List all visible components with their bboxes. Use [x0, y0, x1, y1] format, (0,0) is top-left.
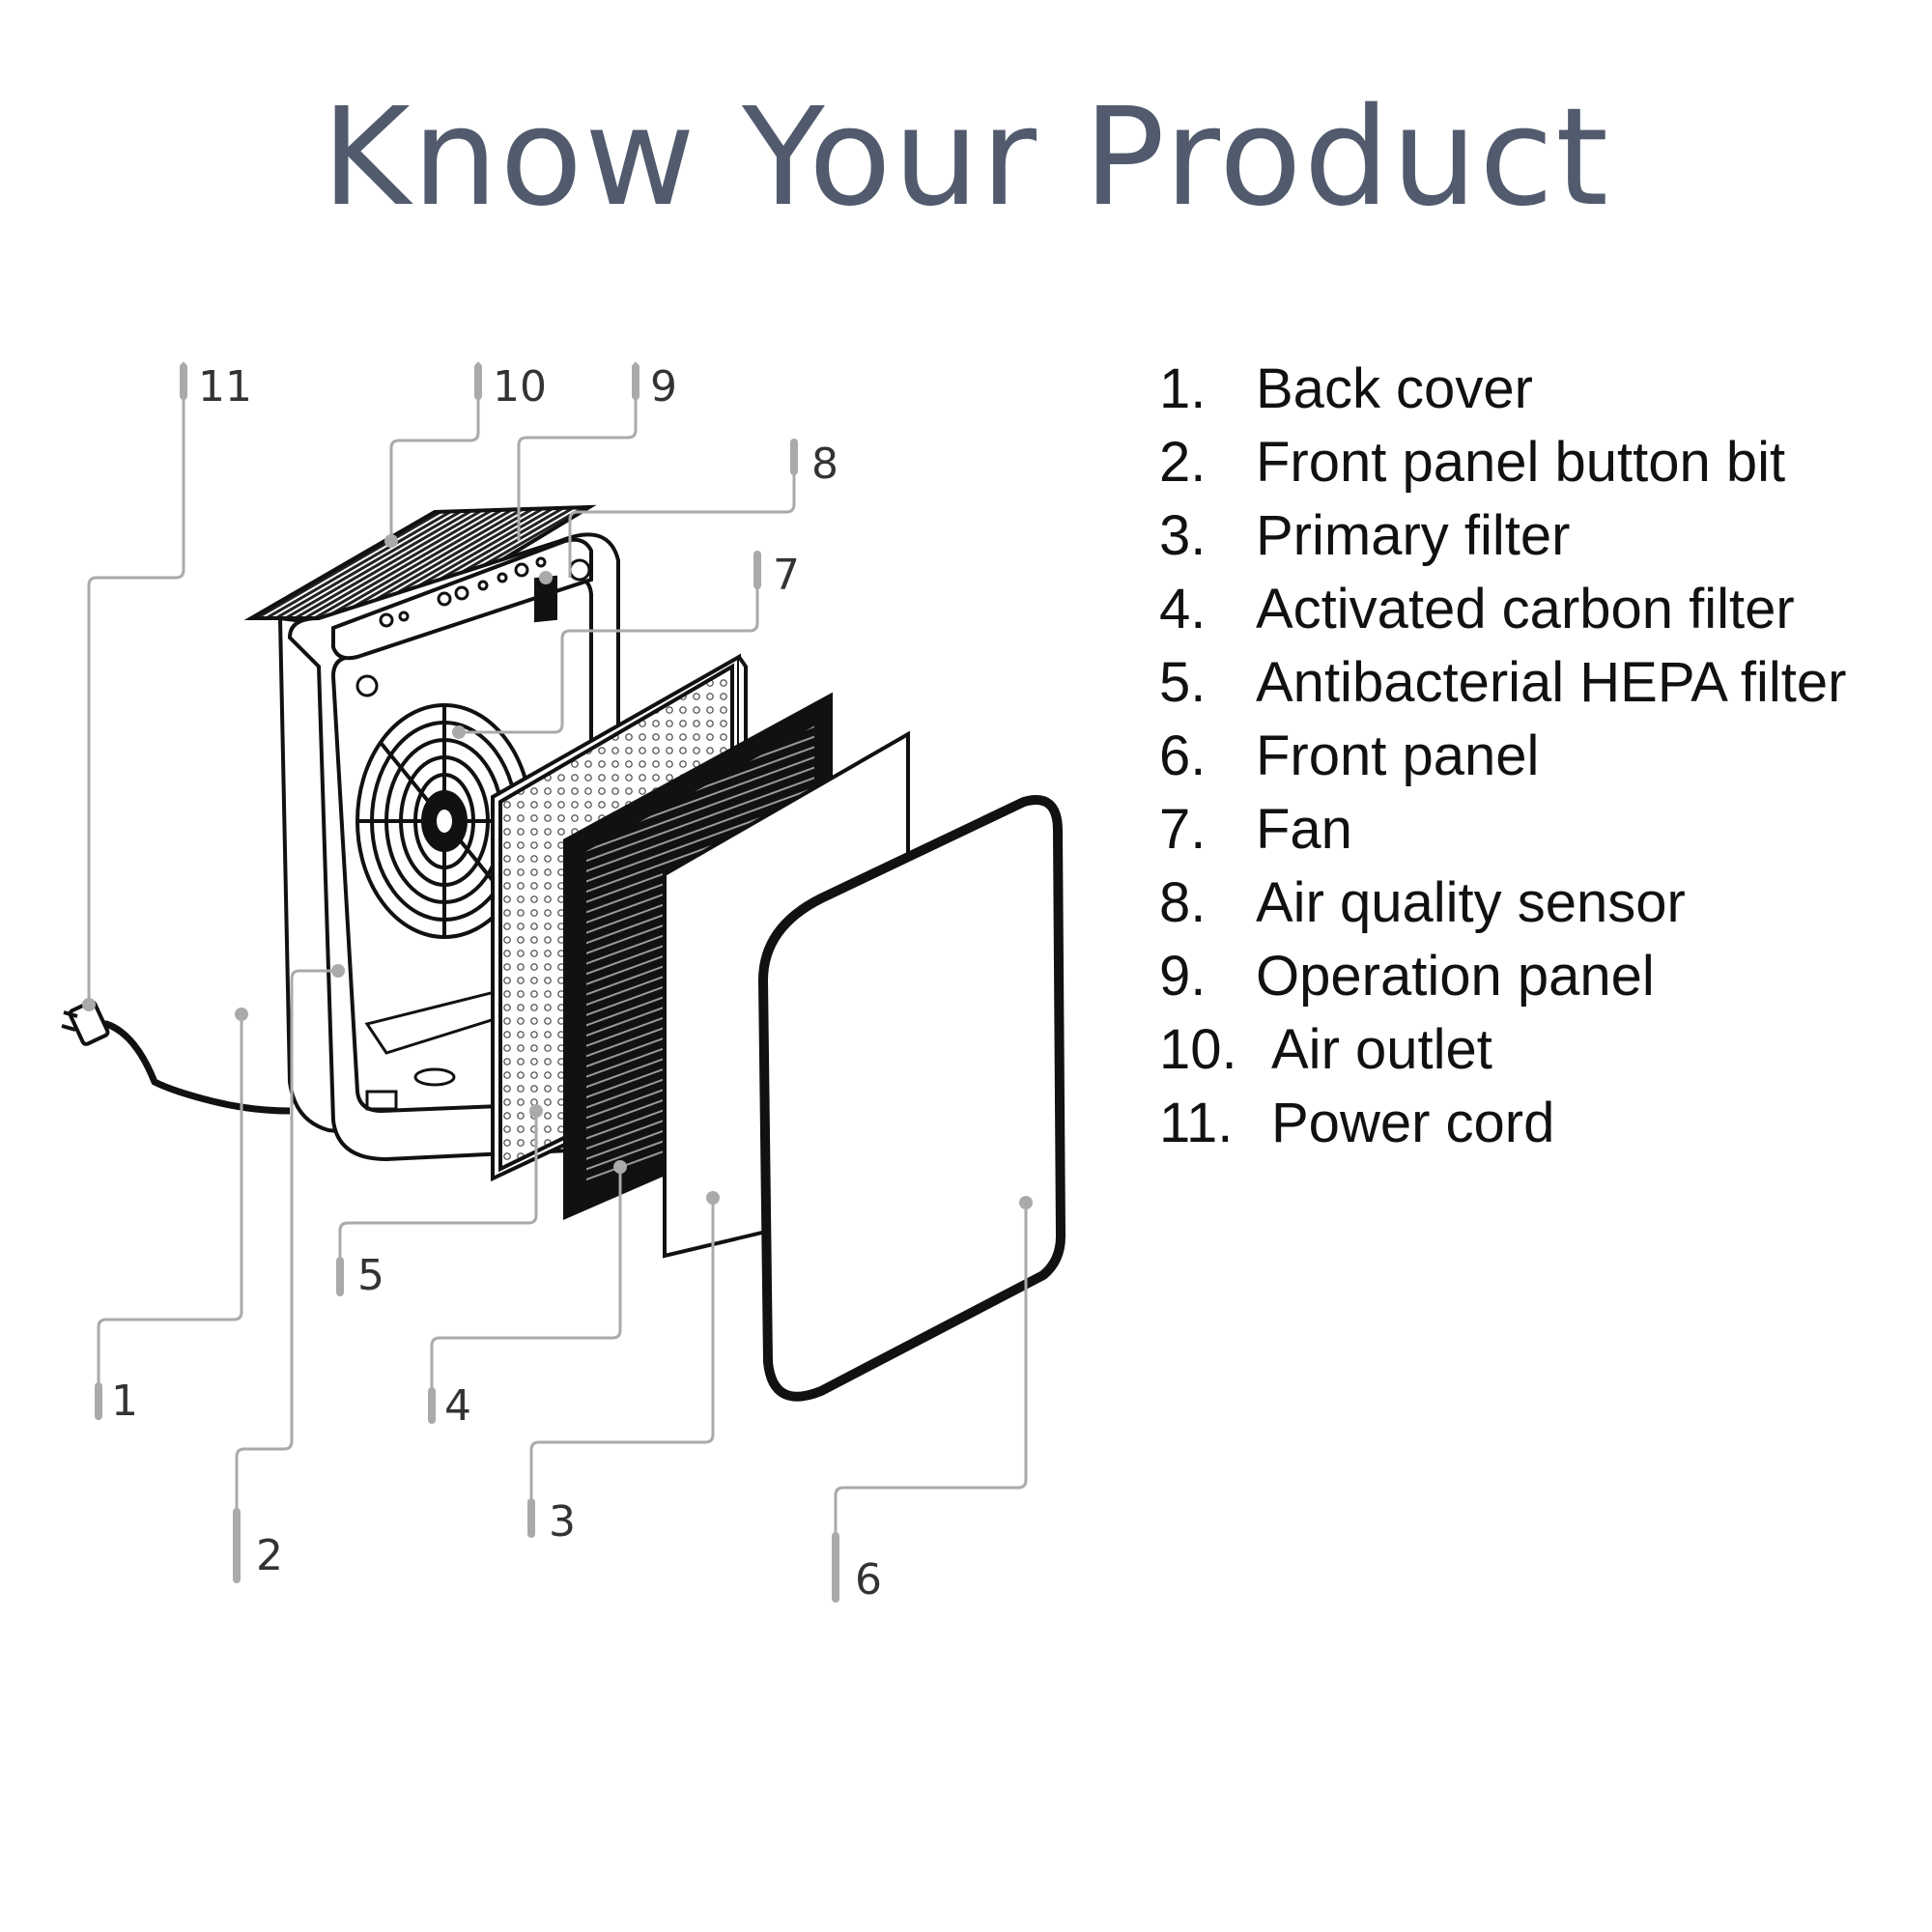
legend-item: 10. Air outlet [1159, 1013, 1846, 1087]
callout-9: 9 [650, 362, 677, 412]
legend-item: 2. Front panel button bit [1159, 426, 1846, 499]
callout-dots [82, 534, 1033, 1209]
legend-number: 2. [1159, 431, 1207, 494]
callout-5: 5 [357, 1251, 384, 1300]
legend-item: 4. Activated carbon filter [1159, 573, 1846, 646]
legend-label: Front panel button bit [1256, 431, 1786, 494]
legend-item: 8. Air quality sensor [1159, 867, 1846, 940]
legend-item: 11. Power cord [1159, 1087, 1846, 1160]
page-title: Know Your Product [321, 79, 1611, 237]
legend-number: 9. [1159, 945, 1207, 1008]
legend-item: 7. Fan [1159, 793, 1846, 867]
legend-label: Air outlet [1271, 1018, 1492, 1081]
legend-number: 3. [1159, 504, 1207, 567]
legend-item: 6. Front panel [1159, 720, 1846, 793]
operation-panel-indicators [355, 556, 591, 697]
legend-item: 9. Operation panel [1159, 940, 1846, 1013]
legend-label: Power cord [1271, 1092, 1555, 1154]
legend-item: 5. Antibacterial HEPA filter [1159, 646, 1846, 720]
legend-number: 10. [1159, 1018, 1237, 1081]
legend-label: Activated carbon filter [1256, 578, 1795, 640]
callout-7: 7 [773, 551, 800, 600]
legend-number: 11. [1159, 1092, 1234, 1154]
callout-11: 11 [198, 362, 252, 412]
legend-label: Fan [1256, 798, 1352, 861]
leader-lines [87, 362, 1028, 1536]
callout-2: 2 [256, 1531, 283, 1580]
legend-number: 8. [1159, 871, 1207, 934]
parts-legend: 1. Back cover 2. Front panel button bit 3.… [1159, 353, 1846, 1160]
legend-number: 6. [1159, 724, 1207, 787]
legend-number: 4. [1159, 578, 1207, 640]
callout-3: 3 [549, 1497, 576, 1547]
callout-4: 4 [444, 1381, 471, 1431]
legend-number: 7. [1159, 798, 1207, 861]
legend-item: 1. Back cover [1159, 353, 1846, 426]
callout-6: 6 [855, 1555, 882, 1605]
legend-label: Front panel [1256, 724, 1540, 787]
legend-number: 5. [1159, 651, 1207, 714]
callout-8: 8 [811, 440, 838, 489]
legend-label: Operation panel [1256, 945, 1655, 1008]
callout-10: 10 [493, 362, 547, 412]
power-cord [87, 1020, 291, 1115]
legend-number: 1. [1159, 357, 1207, 420]
legend-label: Primary filter [1256, 504, 1571, 567]
callout-1: 1 [111, 1377, 138, 1426]
legend-label: Antibacterial HEPA filter [1256, 651, 1847, 714]
front-panel [757, 795, 1066, 1402]
callout-markers [95, 363, 839, 1603]
power-plug [61, 1000, 110, 1046]
legend-label: Back cover [1256, 357, 1533, 420]
legend-label: Air quality sensor [1256, 871, 1686, 934]
legend-item: 3. Primary filter [1159, 499, 1846, 573]
